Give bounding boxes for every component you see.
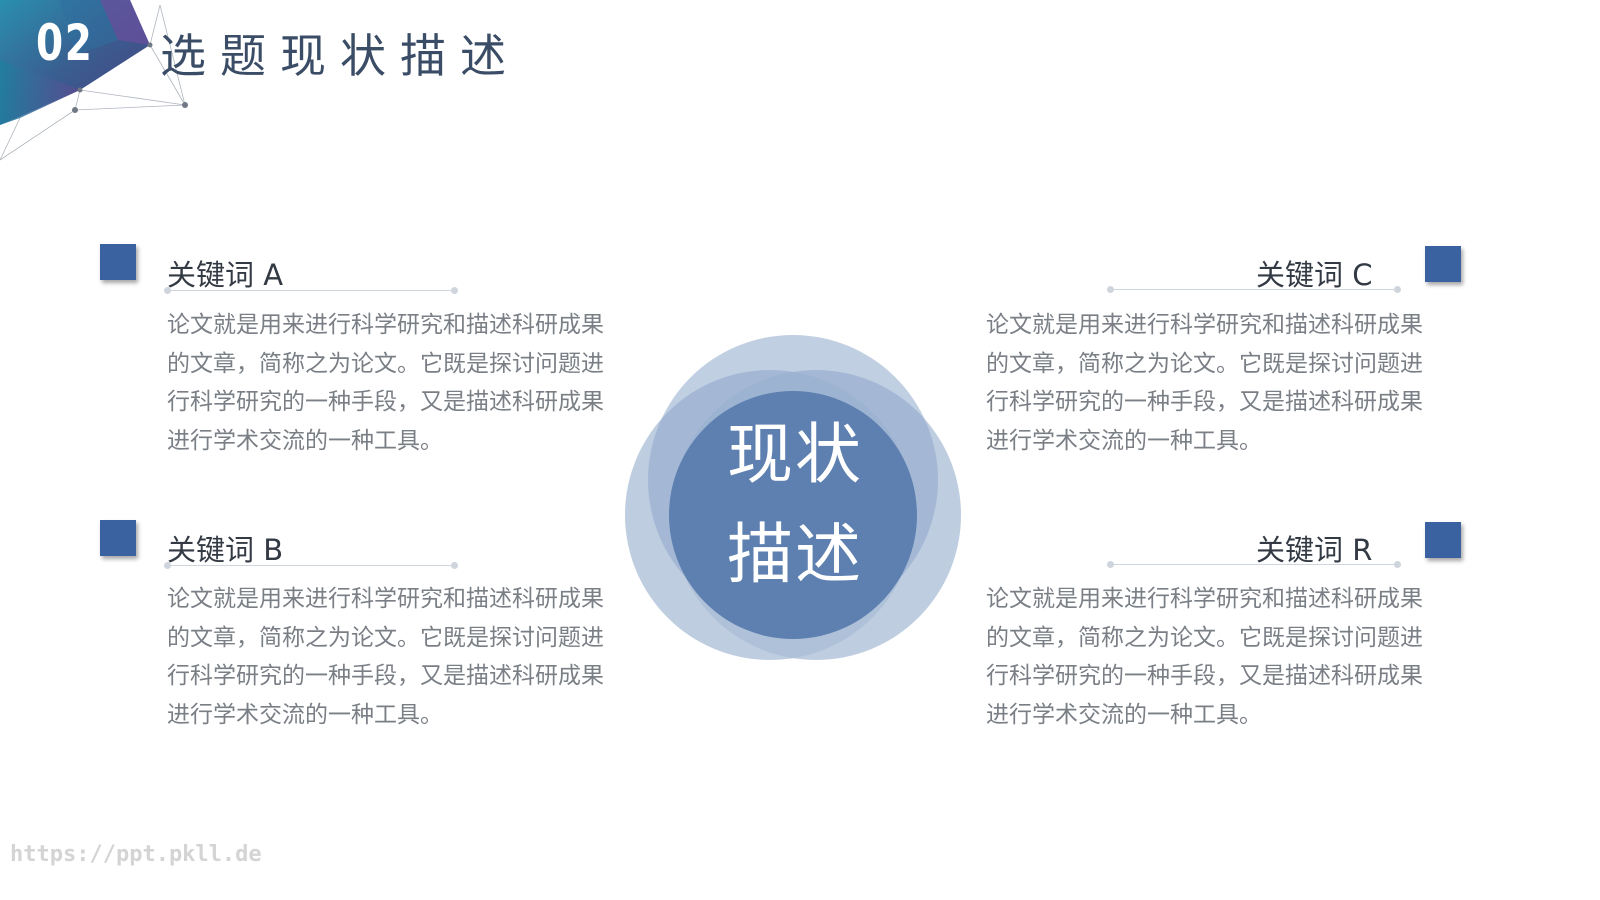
keyword-b-text: 论文就是用来进行科学研究和描述科研成果的文章，简称之为论文。它既是探讨问题进行科… bbox=[167, 586, 604, 728]
keyword-a-text: 论文就是用来进行科学研究和描述科研成果的文章，简称之为论文。它既是探讨问题进行科… bbox=[167, 312, 604, 454]
keyword-c-text: 论文就是用来进行科学研究和描述科研成果的文章，简称之为论文。它既是探讨问题进行科… bbox=[986, 312, 1423, 454]
keyword-r-marker bbox=[1425, 522, 1461, 558]
center-label-line1: 现状 bbox=[727, 416, 863, 493]
keyword-c-marker bbox=[1425, 246, 1461, 282]
page-title: 选题现状描述 bbox=[160, 29, 520, 83]
keyword-b-divider bbox=[164, 562, 458, 569]
keyword-c-divider bbox=[1107, 286, 1401, 293]
section-number: 02 bbox=[36, 14, 94, 72]
keyword-a-marker bbox=[100, 244, 136, 280]
keyword-c-title: 关键词 C bbox=[1256, 258, 1373, 292]
keyword-a-divider bbox=[164, 287, 458, 294]
keyword-b-marker bbox=[100, 520, 136, 556]
keyword-r-title: 关键词 R bbox=[1256, 533, 1373, 567]
polygon-network-decoration bbox=[0, 0, 188, 161]
center-label: 现状 描述 bbox=[700, 405, 890, 605]
keyword-b-title: 关键词 B bbox=[167, 533, 284, 567]
center-circles-graphic bbox=[625, 335, 961, 660]
center-label-line2: 描述 bbox=[727, 516, 863, 593]
keyword-r-divider bbox=[1107, 561, 1401, 568]
keyword-a-title: 关键词 A bbox=[167, 258, 284, 292]
keyword-r-text: 论文就是用来进行科学研究和描述科研成果的文章，简称之为论文。它既是探讨问题进行科… bbox=[986, 586, 1423, 728]
footer-url-watermark: https://ppt.pkll.de bbox=[10, 842, 262, 867]
